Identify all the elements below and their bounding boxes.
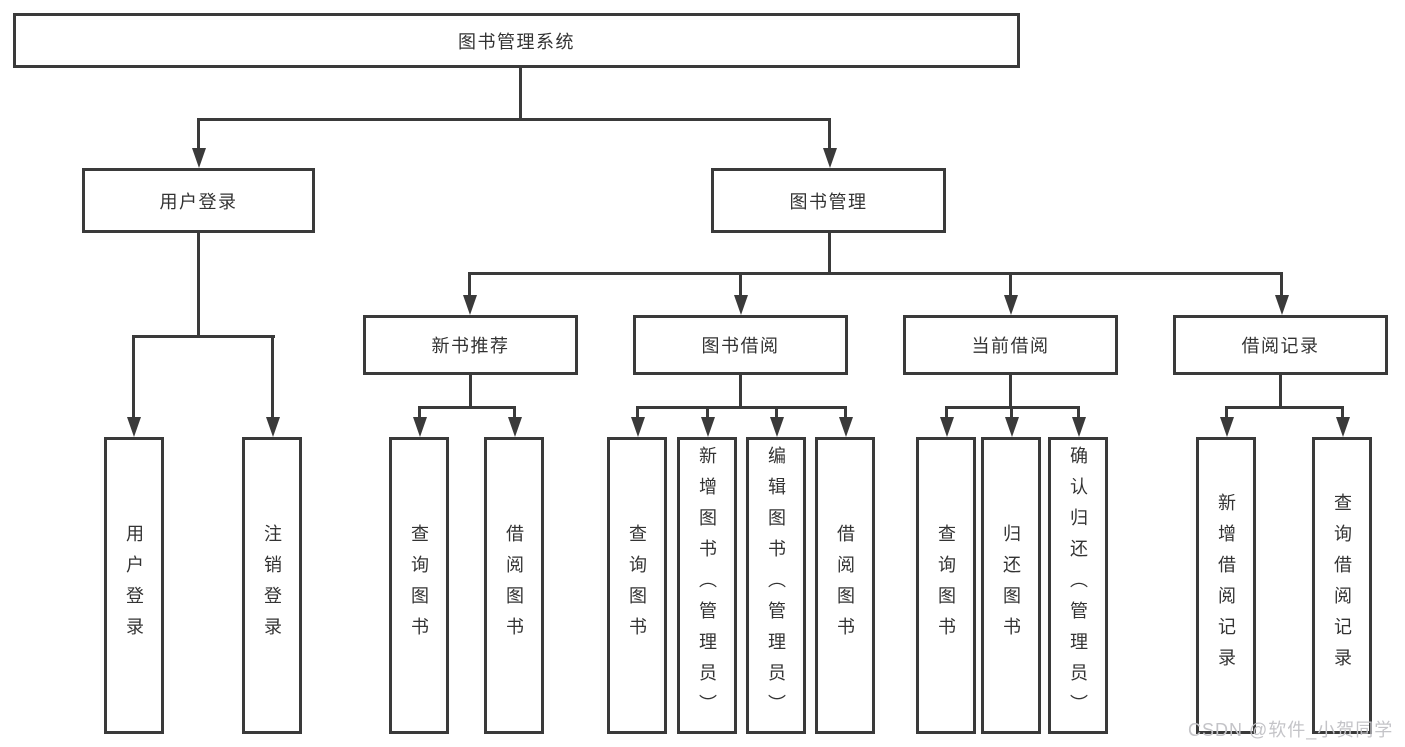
leaf-bb-edit-books-admin-label: 编辑图书（管理员）	[766, 446, 786, 725]
node-borrow-record: 借阅记录	[1173, 315, 1388, 375]
arrow-down-icon	[127, 417, 141, 437]
connector-line	[1225, 406, 1343, 409]
node-book-management-label: 图书管理	[789, 191, 868, 212]
leaf-nb-borrow-books: 借阅图书	[484, 437, 544, 734]
connector-line	[636, 406, 639, 417]
arrow-down-icon	[1004, 295, 1018, 315]
leaf-user-login: 用户登录	[104, 437, 164, 734]
connector-line	[197, 233, 200, 338]
connector-line	[844, 406, 847, 417]
connector-line	[739, 272, 742, 296]
connector-line	[1225, 406, 1228, 417]
connector-line	[197, 118, 200, 150]
connector-line	[132, 335, 275, 338]
connector-line	[469, 375, 472, 409]
connector-line	[519, 68, 522, 120]
leaf-user-login-label: 用户登录	[124, 523, 144, 648]
node-book-borrow: 图书借阅	[633, 315, 848, 375]
leaf-cb-confirm-return-admin-label: 确认归还（管理员）	[1068, 446, 1088, 725]
arrow-down-icon	[1336, 417, 1350, 437]
leaf-cb-return-books: 归还图书	[981, 437, 1041, 734]
arrow-down-icon	[463, 295, 477, 315]
leaf-br-add-record-label: 新增借阅记录	[1216, 492, 1236, 679]
connector-line	[197, 118, 831, 121]
connector-line	[132, 335, 135, 417]
arrow-down-icon	[508, 417, 522, 437]
leaf-nb-query-books-label: 查询图书	[409, 523, 429, 648]
leaf-cb-query-books: 查询图书	[916, 437, 976, 734]
connector-line	[1077, 406, 1080, 417]
node-root-label: 图书管理系统	[458, 31, 575, 52]
arrow-down-icon	[1005, 417, 1019, 437]
leaf-br-add-record: 新增借阅记录	[1196, 437, 1256, 734]
arrow-down-icon	[1275, 295, 1289, 315]
connector-line	[636, 406, 846, 409]
leaf-nb-borrow-books-label: 借阅图书	[504, 523, 524, 648]
connector-line	[1010, 406, 1013, 417]
node-new-book-recommend-label: 新书推荐	[431, 336, 510, 356]
leaf-br-query-record-label: 查询借阅记录	[1332, 492, 1352, 679]
leaf-bb-query-books: 查询图书	[607, 437, 667, 734]
connector-line	[1009, 375, 1012, 409]
arrow-down-icon	[701, 417, 715, 437]
leaf-cb-confirm-return-admin: 确认归还（管理员）	[1048, 437, 1108, 734]
leaf-bb-edit-books-admin: 编辑图书（管理员）	[746, 437, 806, 734]
leaf-nb-query-books: 查询图书	[389, 437, 449, 734]
connector-line	[1280, 272, 1283, 296]
node-current-borrow: 当前借阅	[903, 315, 1118, 375]
connector-line	[1009, 272, 1012, 296]
connector-line	[468, 272, 471, 296]
connector-line	[1279, 375, 1282, 409]
leaf-bb-borrow-books-label: 借阅图书	[835, 523, 855, 648]
arrow-down-icon	[940, 417, 954, 437]
leaf-logout: 注销登录	[242, 437, 302, 734]
connector-line	[828, 118, 831, 150]
node-current-borrow-label: 当前借阅	[971, 336, 1050, 356]
node-new-book-recommend: 新书推荐	[363, 315, 578, 375]
node-borrow-record-label: 借阅记录	[1241, 336, 1320, 356]
leaf-bb-query-books-label: 查询图书	[627, 523, 647, 648]
leaf-logout-label: 注销登录	[262, 523, 282, 648]
arrow-down-icon	[770, 417, 784, 437]
leaf-cb-return-books-label: 归还图书	[1001, 523, 1021, 648]
arrow-down-icon	[1072, 417, 1086, 437]
arrow-down-icon	[631, 417, 645, 437]
connector-line	[828, 233, 831, 275]
connector-line	[1341, 406, 1344, 417]
connector-line	[418, 406, 421, 417]
arrow-down-icon	[192, 148, 206, 168]
arrow-down-icon	[1220, 417, 1234, 437]
node-root: 图书管理系统	[13, 13, 1020, 68]
connector-line	[775, 406, 778, 417]
arrow-down-icon	[839, 417, 853, 437]
leaf-bb-add-books-admin-label: 新增图书（管理员）	[697, 446, 717, 725]
node-book-management: 图书管理	[711, 168, 946, 233]
leaf-bb-borrow-books: 借阅图书	[815, 437, 875, 734]
node-book-borrow-label: 图书借阅	[701, 336, 780, 356]
arrow-down-icon	[413, 417, 427, 437]
leaf-cb-query-books-label: 查询图书	[936, 523, 956, 648]
connector-line	[418, 406, 516, 409]
connector-line	[945, 406, 948, 417]
connector-line	[513, 406, 516, 417]
leaf-br-query-record: 查询借阅记录	[1312, 437, 1372, 734]
connector-line	[706, 406, 709, 417]
node-user-login: 用户登录	[82, 168, 315, 233]
arrow-down-icon	[266, 417, 280, 437]
watermark: CSDN @软件_小贺同学	[1188, 720, 1394, 740]
leaf-bb-add-books-admin: 新增图书（管理员）	[677, 437, 737, 734]
connector-line	[271, 335, 274, 417]
node-user-login-label: 用户登录	[159, 191, 238, 212]
arrow-down-icon	[734, 295, 748, 315]
connector-line	[739, 375, 742, 409]
connector-line	[468, 272, 1283, 275]
arrow-down-icon	[823, 148, 837, 168]
